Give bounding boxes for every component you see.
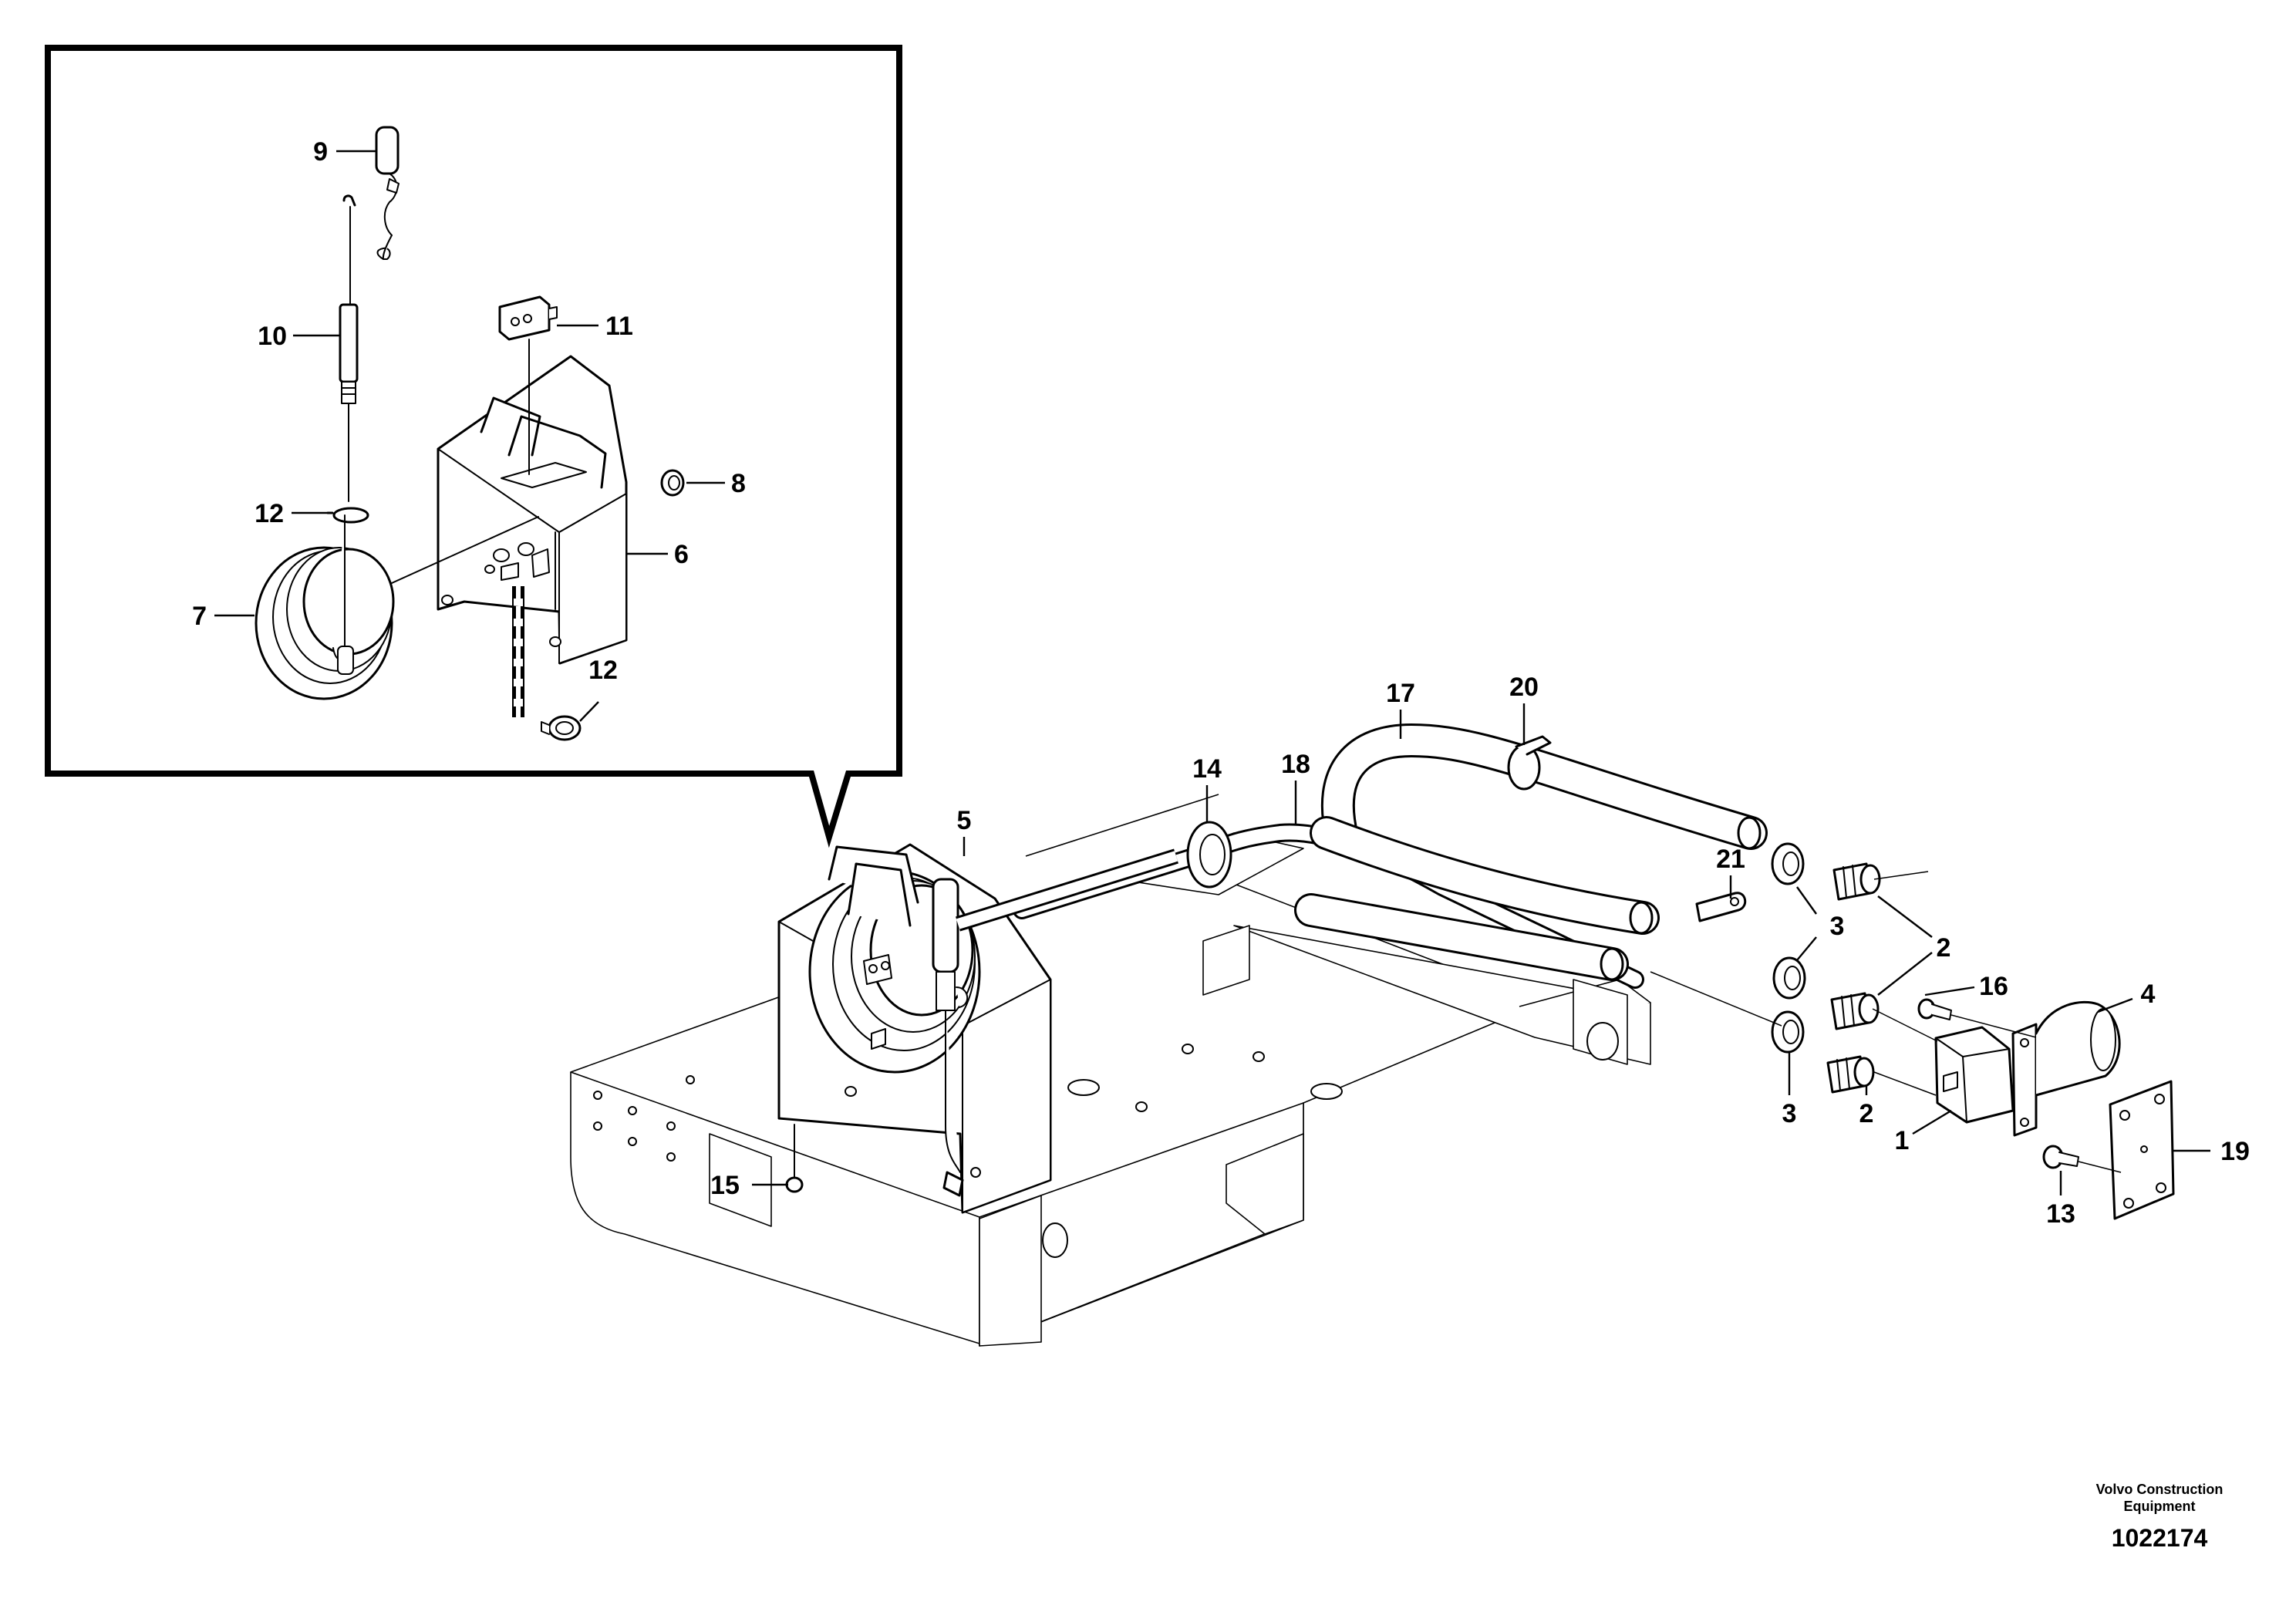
detail-link-line (391, 516, 539, 584)
callout-12-upper: 12 (255, 499, 284, 528)
callout-20: 20 (1509, 673, 1539, 702)
part-4-actuator (2011, 1000, 2121, 1137)
brand-line-2: Equipment (2123, 1499, 2196, 1514)
callout-8: 8 (731, 469, 746, 498)
leader-lines (214, 150, 2210, 1195)
callout-10: 10 (258, 322, 287, 351)
detail-part-12-clamp-lower (541, 715, 582, 741)
detail-dashed-cable (512, 586, 524, 717)
part-2-fittings (1826, 862, 1881, 1094)
callout-21: 21 (1716, 845, 1745, 874)
part-3-clamps (1771, 842, 1806, 1054)
callout-2-lower: 2 (1859, 1099, 1874, 1128)
detail-wire-end (342, 194, 356, 207)
callout-19: 19 (2220, 1137, 2250, 1166)
callout-6: 6 (674, 540, 689, 569)
part-16-screw (1917, 998, 1952, 1020)
callout-4: 4 (2141, 980, 2156, 1009)
callout-12-lower: 12 (588, 656, 618, 685)
callout-11: 11 (605, 312, 633, 341)
callout-13: 13 (2046, 1199, 2075, 1229)
callout-16: 16 (1979, 972, 2008, 1001)
brand-line-1: Volvo Construction (2095, 1482, 2224, 1497)
detail-part-6-bracket (437, 355, 628, 665)
part-19-plate (2109, 1080, 2175, 1220)
callout-18: 18 (1281, 750, 1310, 779)
callout-9: 9 (313, 137, 328, 167)
part-1-valve (1934, 1026, 2014, 1124)
callout-3-upper: 3 (1830, 912, 1845, 941)
part-20-clamp (1507, 735, 1552, 791)
detail-part-8-grommet (660, 469, 685, 497)
machine-frame (570, 794, 1651, 1347)
assembly-lines (1650, 871, 2122, 1173)
part-14-grommet (1186, 821, 1232, 889)
callout-7: 7 (192, 602, 207, 631)
callout-labels: 9 10 11 8 6 12 7 12 5 14 18 17 20 21 3 2… (192, 137, 2250, 1229)
detail-part-9-sensor-head (375, 126, 400, 260)
callout-2-upper: 2 (1937, 933, 1951, 963)
callout-15: 15 (710, 1171, 740, 1200)
callout-1: 1 (1895, 1126, 1910, 1155)
callout-17: 17 (1386, 679, 1415, 708)
brand-label: Volvo Construction Equipment (2082, 1481, 2237, 1515)
detail-part-11-connector (498, 295, 558, 475)
callout-14: 14 (1192, 754, 1222, 784)
drawing-number: 1022174 (2111, 1524, 2208, 1552)
part-21-tab (1695, 892, 1747, 922)
part-5-bracket-assembly (777, 843, 1178, 1214)
detail-part-10-sensor-rod (339, 303, 359, 502)
detail-part-7-coil (255, 514, 395, 700)
callout-3-lower: 3 (1782, 1099, 1797, 1128)
part-13-screw (2042, 1145, 2079, 1169)
part-17-hose (1294, 723, 1768, 981)
callout-5: 5 (957, 806, 972, 835)
